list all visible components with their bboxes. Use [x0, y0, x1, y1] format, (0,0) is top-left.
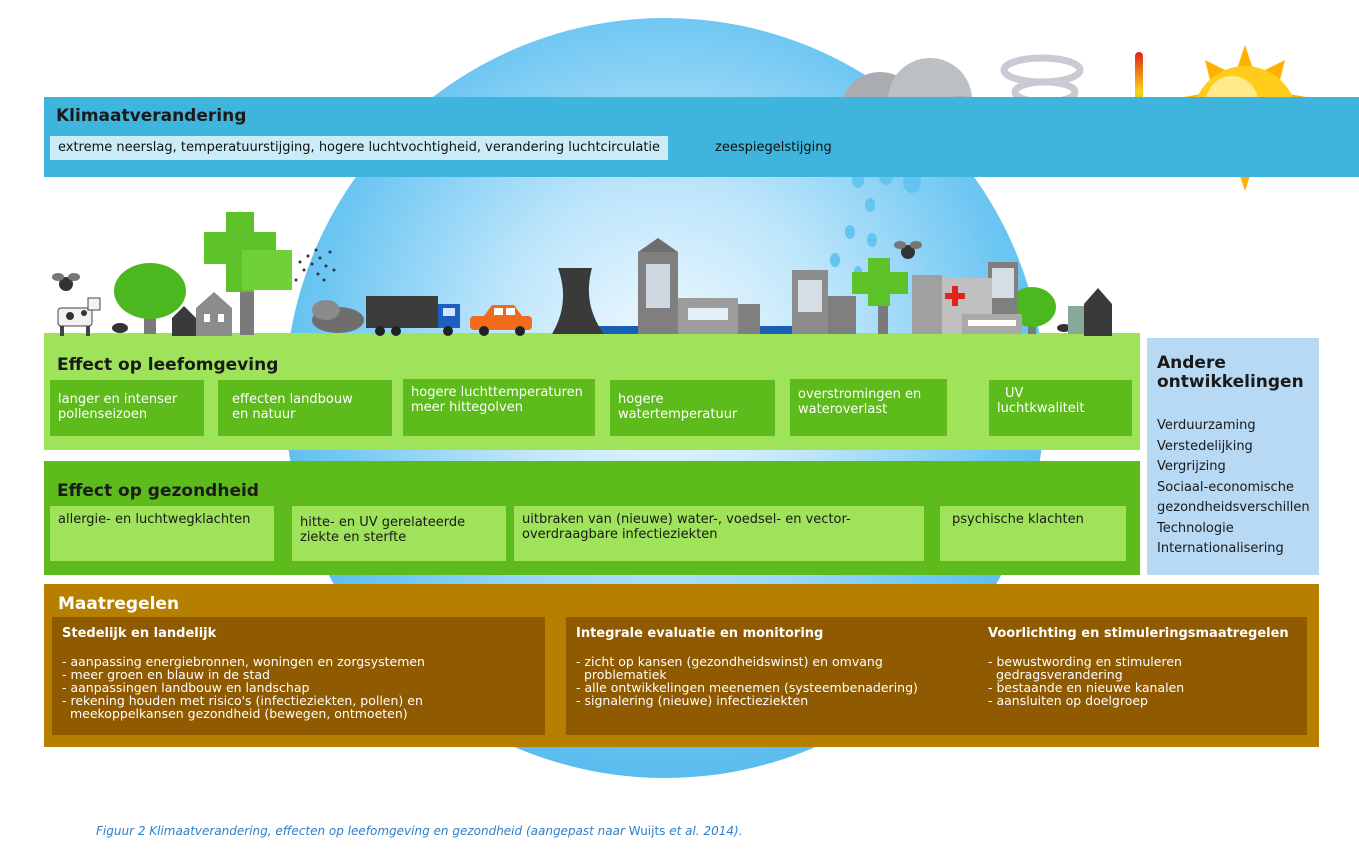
list-item: problematiek: [576, 667, 667, 682]
mosquito-icon: [52, 241, 922, 291]
box-line: UV: [1005, 386, 1024, 401]
box-line: pollenseizoen: [58, 407, 148, 422]
box-line: ziekte en sterfte: [300, 530, 407, 545]
leefomgeving-box: hogere luchttemperaturen meer hittegolve…: [403, 379, 595, 436]
car-icon: [470, 305, 532, 336]
klimaatverandering-band: Klimaatverandering extreme neerslag, tem…: [44, 97, 1359, 177]
maatregelen-title: Maatregelen: [58, 594, 180, 614]
box-line: langer en intenser: [58, 392, 178, 407]
caption-author: Wuijts: [628, 824, 670, 838]
box-line: meer hittegolven: [411, 400, 523, 415]
box-line: uitbraken van (nieuwe) water-, voedsel- …: [522, 512, 851, 527]
list-item: - aanpassing energiebronnen, woningen en…: [62, 654, 425, 669]
leefomgeving-band: Effect op leefomgeving langer en intense…: [44, 338, 1140, 450]
box-line: hitte- en UV gerelateerde: [300, 515, 466, 530]
box-line: hogere luchttemperaturen: [411, 385, 583, 400]
andere-title: Andere ontwikkelingen: [1157, 354, 1317, 392]
list-item: - meer groen en blauw in de stad: [62, 667, 270, 682]
klimaat-item-weather: extreme neerslag, temperatuurstijging, h…: [50, 136, 669, 160]
box-line: effecten landbouw: [232, 392, 353, 407]
klimaatverandering-title: Klimaatverandering: [56, 106, 247, 126]
list-item: - rekening houden met risico's (infectie…: [62, 693, 423, 708]
list-item: - aanpassingen landbouw en landschap: [62, 680, 310, 695]
title-line: ontwikkelingen: [1157, 372, 1304, 392]
list-item: - zicht op kansen (gezondheidswinst) en …: [576, 654, 883, 669]
box-line: luchtkwaliteit: [997, 401, 1085, 416]
list-item: Internationalisering: [1157, 541, 1284, 556]
maatregelen-column: Integrale evaluatie en monitoring - zich…: [566, 617, 984, 735]
gezondheid-band: Effect op gezondheid allergie- en luchtw…: [44, 461, 1140, 575]
maatregelen-column: Stedelijk en landelijk - aanpassing ener…: [52, 617, 545, 735]
box-line: allergie- en luchtwegklachten: [58, 512, 251, 527]
tree-icon: [852, 258, 908, 334]
maatregelen-column: Voorlichting en stimuleringsmaatregelen …: [978, 617, 1307, 735]
gezondheid-title: Effect op gezondheid: [57, 481, 259, 501]
buildings-icon: [172, 292, 232, 336]
gezondheid-box: allergie- en luchtwegklachten: [50, 506, 274, 561]
gezondheid-box: psychische klachten: [940, 506, 1126, 561]
box-line: watertemperatuur: [618, 407, 738, 422]
cow-icon: [57, 297, 101, 336]
title-line: Andere: [1157, 353, 1226, 373]
andere-ontwikkelingen-panel: Andere ontwikkelingen Verduurzaming Vers…: [1147, 338, 1319, 575]
column-title: Stedelijk en landelijk: [62, 626, 217, 641]
hospital-icon: [942, 278, 1022, 334]
column-title: Voorlichting en stimuleringsmaatregelen: [988, 626, 1289, 641]
leefomgeving-box: effecten landbouw en natuur: [218, 380, 392, 436]
caption-text: Figuur 2 Klimaatverandering, effecten op…: [96, 824, 629, 838]
box-line: wateroverlast: [798, 402, 888, 417]
factory-icon: [552, 268, 604, 334]
list-item: - alle ontwikkelingen meenemen (systeemb…: [576, 680, 918, 695]
list-item: - bewustwording en stimuleren: [988, 654, 1182, 669]
box-line: hogere: [618, 392, 664, 407]
list-item: gezondheidsverschillen: [1157, 500, 1310, 515]
tick-icon: [112, 323, 1071, 333]
list-item: meekoppelkansen gezondheid (bewegen, ont…: [62, 706, 408, 721]
column-title: Integrale evaluatie en monitoring: [576, 626, 824, 641]
list-item: Technologie: [1157, 520, 1234, 536]
leefomgeving-box: overstromingen en wateroverlast: [790, 379, 947, 436]
box-line: overdraagbare infectieziekten: [522, 527, 718, 542]
buildings-icon: [638, 238, 1112, 336]
truck-icon: [366, 296, 460, 336]
box-line: overstromingen en: [798, 387, 922, 402]
leefomgeving-box: hogere watertemperatuur: [610, 380, 775, 436]
list-item: gedragsverandering: [988, 667, 1123, 682]
list-item: - aansluiten op doelgroep: [988, 693, 1148, 708]
list-item: - bestaande en nieuwe kanalen: [988, 680, 1185, 695]
figure-caption: Figuur 2 Klimaatverandering, effecten op…: [96, 824, 743, 838]
pollen-icon: [294, 248, 336, 282]
leefomgeving-title: Effect op leefomgeving: [57, 355, 279, 375]
list-item: - signalering (nieuwe) infectieziekten: [576, 693, 809, 708]
gezondheid-box: uitbraken van (nieuwe) water-, voedsel- …: [514, 506, 924, 561]
gezondheid-box: hitte- en UV gerelateerde ziekte en ster…: [292, 506, 506, 561]
leefomgeving-box: UV luchtkwaliteit: [989, 380, 1132, 436]
list-item: Vergrijzing: [1157, 459, 1226, 474]
leefomgeving-box: langer en intenser pollenseizoen: [50, 380, 204, 436]
box-line: psychische klachten: [952, 512, 1084, 527]
klimaat-item-sea-level: zeespiegelstijging: [715, 140, 832, 155]
box-line: en natuur: [232, 407, 296, 422]
list-item: Verduurzaming: [1157, 418, 1256, 433]
maatregelen-band: Maatregelen Stedelijk en landelijk - aan…: [44, 584, 1319, 747]
caption-etal: et al.: [669, 824, 700, 838]
list-item: Sociaal-economische: [1157, 479, 1294, 495]
caption-year: 2014).: [699, 824, 743, 838]
list-item: Verstedelijking: [1157, 438, 1253, 454]
andere-list: Verduurzaming Verstedelijking Vergrijzin…: [1157, 416, 1310, 560]
